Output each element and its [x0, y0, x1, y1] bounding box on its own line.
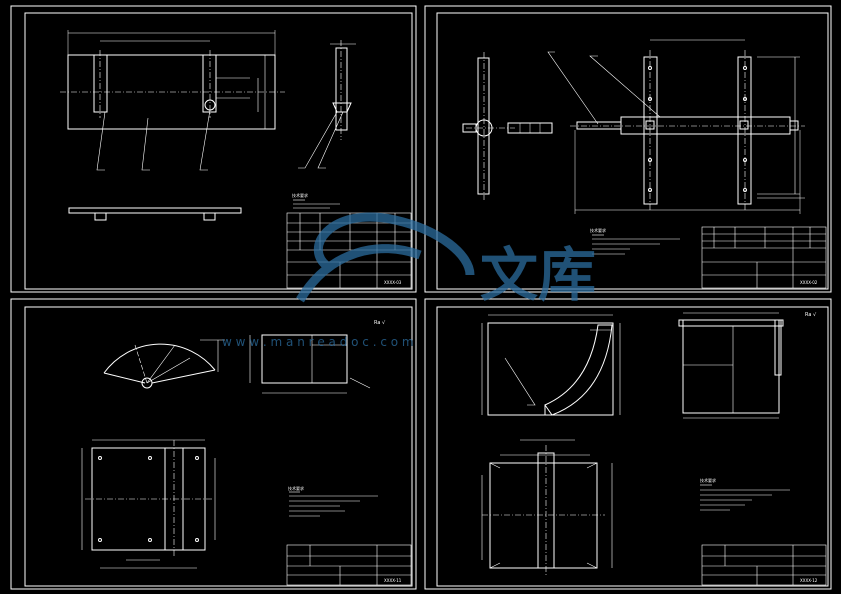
- sheet-4-inner-border: [436, 306, 829, 587]
- sheet-1-bottom-view: [68, 207, 242, 221]
- sheet-2: XXXX-02 技术要求: [424, 5, 832, 293]
- sheet-1: XXXX-03 技术要求: [10, 5, 417, 293]
- sheet-4-notes-header: 技术要求: [700, 477, 716, 483]
- watermark: 文库 w w w . m a n r e a d o c . c o m: [222, 212, 596, 349]
- sheet-4-plan-view: [481, 439, 613, 575]
- sheet-4-notes: [700, 484, 790, 511]
- watermark-url: w w w . m a n r e a d o c . c o m: [222, 335, 414, 349]
- sheet-4-gusset-view: [481, 314, 621, 416]
- sheet-3-side-view: [249, 334, 371, 394]
- sheet-3-notes-header: 技术要求: [288, 485, 304, 491]
- sheet-2-inner-border: [436, 12, 829, 290]
- sheet-3-notes: [289, 491, 378, 517]
- sheet-4: Ra √: [424, 298, 832, 590]
- sheet-1-notes-header: 技术要求: [292, 192, 308, 198]
- sheet-3-outer-border: [10, 298, 417, 590]
- sheet-4-outer-border: [424, 298, 832, 590]
- sheet-2-notes-header: 技术要求: [590, 227, 606, 233]
- sheet-1-side-view: [298, 40, 356, 169]
- watermark-brand: 文库: [480, 241, 596, 309]
- sheet-4-drawing-number: XXXX-12: [800, 578, 818, 583]
- sheet-4-title-block: [701, 544, 827, 586]
- sheet-2-drawing-number: XXXX-02: [800, 280, 818, 285]
- sheet-1-drawing-number: XXXX-03: [384, 280, 402, 285]
- watermark-logo-icon: [296, 212, 475, 303]
- sheet-3-title-block: [286, 544, 412, 586]
- sheet-1-inner-border: [24, 12, 413, 290]
- sheet-1-front-view: [60, 30, 285, 171]
- sheet-3-sector-view: [103, 339, 225, 389]
- sheet-3-plan-view: [81, 439, 216, 569]
- sheet-3-drawing-number: XXXX-11: [384, 578, 402, 583]
- sheet-2-outer-border: [424, 5, 832, 293]
- sheet-2-end-view: [462, 52, 553, 200]
- sheet-3-inner-border: [24, 306, 413, 587]
- sheet-2-title-block: [701, 226, 827, 289]
- sheet-2-notes: [592, 234, 680, 255]
- sheet-4-roughness-mark: Ra √: [805, 312, 817, 318]
- sheet-2-main-view: [547, 39, 805, 214]
- sheet-3: Ra √: [10, 298, 417, 590]
- sheet-1-notes: [293, 199, 340, 209]
- sheet-1-outer-border: [10, 5, 417, 293]
- sheet-4-plate-view: [678, 312, 784, 419]
- sheet-3-roughness-mark: Ra √: [374, 320, 386, 326]
